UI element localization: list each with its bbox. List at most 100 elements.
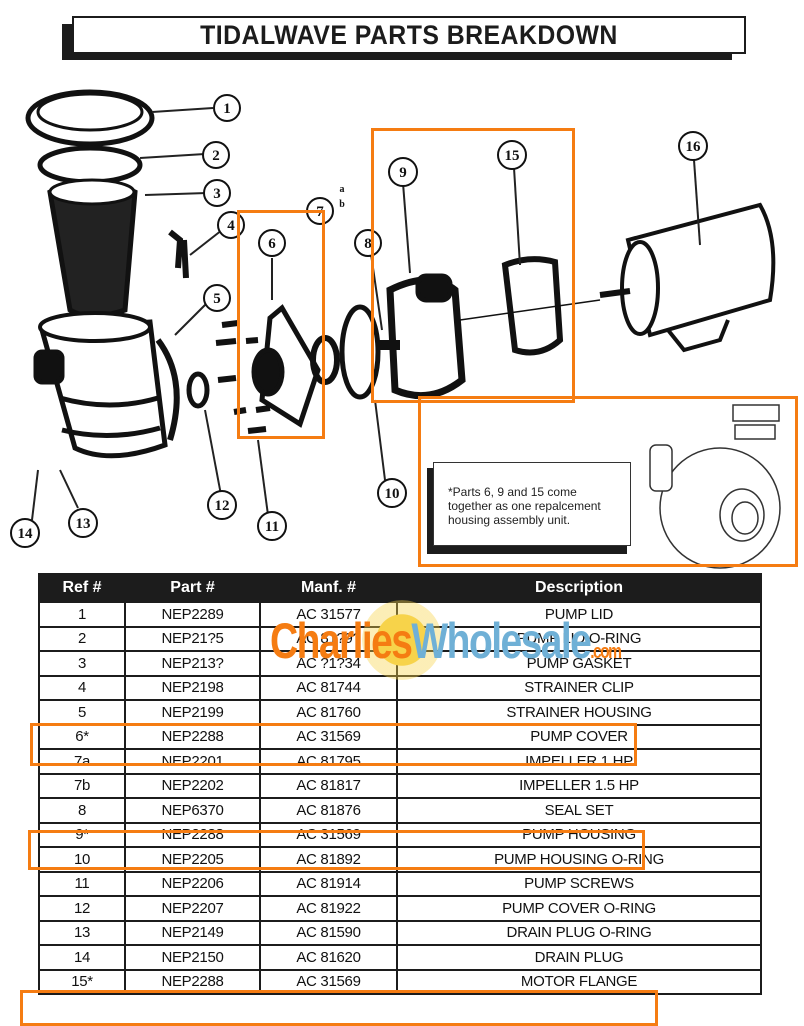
part-cell: NEP2288 [124,821,261,848]
description-cell: PUMP HOUSING [396,821,762,848]
ref-cell: 10 [38,846,126,873]
part-cell: NEP213? [124,650,261,677]
callout-9: 9 [399,165,407,181]
callout-7a: a [340,184,345,195]
callout-12: 12 [215,498,230,514]
description-cell: IMPELLER 1.5 HP [396,772,762,799]
description-cell: STRAINER HOUSING [396,699,762,726]
part-cell: NEP2150 [124,944,261,971]
callout-16: 16 [686,139,702,155]
callout-7b: b [339,199,345,210]
header-manf: Manf. # [259,573,398,603]
cover-oring-part [186,371,210,409]
part-cell: NEP2202 [124,772,261,799]
pump-screws-part [215,320,271,434]
note-box: *Parts 6, 9 and 15 come together as one … [427,462,637,554]
callout-13: 13 [76,516,91,532]
manf-cell: AC 81914 [259,870,398,897]
highlight-row-15 [20,990,658,1026]
pump-housing-part [386,276,466,400]
title-box: TIDALWAVE PARTS BREAKDOWN [72,16,746,54]
manf-cell: AC 81876 [259,797,398,824]
manf-cell: AC 81892 [259,846,398,873]
sun-logo-icon [362,600,442,680]
ref-cell: 9* [38,821,126,848]
description-cell: PUMP HOUSING O-RING [396,846,762,873]
part-cell: NEP2288 [124,723,261,750]
part-cell: NEP2199 [124,699,261,726]
callout-1: 1 [223,101,231,117]
motor-flange-part [501,256,564,356]
part-cell: NEP2198 [124,674,261,701]
header-part: Part # [124,573,261,603]
ref-cell: 15* [38,968,126,995]
description-cell: SEAL SET [396,797,762,824]
ref-cell: 7b [38,772,126,799]
ref-cell: 14 [38,944,126,971]
ref-cell: 4 [38,674,126,701]
watermark-logo: CharliesWholesale.com [270,613,622,669]
manf-cell: AC 81817 [259,772,398,799]
callout-4: 4 [227,218,235,234]
ref-cell: 1 [38,601,126,628]
description-cell: MOTOR FLANGE [396,968,762,995]
ref-cell: 8 [38,797,126,824]
lid-oring-part [37,145,143,185]
ref-cell: 7a [38,748,126,775]
page-title: TIDALWAVE PARTS BREAKDOWN [200,19,618,50]
callout-15: 15 [505,148,520,164]
description-cell: IMPELLER 1 HP [396,748,762,775]
title-banner: TIDALWAVE PARTS BREAKDOWN [62,16,746,60]
callout-labels [10,94,708,548]
callout-7: 7 [316,204,324,220]
callout-11: 11 [265,519,279,535]
callout-10: 10 [385,486,400,502]
part-cell: NEP6370 [124,797,261,824]
manf-cell: AC 81590 [259,919,398,946]
header-description: Description [396,573,762,603]
table-header: Ref # Part # Manf. # Description [38,573,762,603]
strainer-housing-part [38,319,168,459]
description-cell: STRAINER CLIP [396,674,762,701]
manf-cell: AC 81922 [259,895,398,922]
seal-set-part [339,304,381,400]
part-cell: NEP2289 [124,601,261,628]
exploded-parts-diagram: 1 2 3 4 5 6 7 a b 8 9 10 11 12 13 14 15 … [10,89,781,569]
part-cell: NEP21?5 [124,625,261,652]
description-cell: DRAIN PLUG O-RING [396,919,762,946]
ref-cell: 12 [38,895,126,922]
ref-cell: 3 [38,650,126,677]
callout-5: 5 [213,291,221,307]
housing-assembly-illustration [649,404,781,569]
callout-2: 2 [212,148,220,164]
description-cell: DRAIN PLUG [396,944,762,971]
description-cell: PUMP SCREWS [396,870,762,897]
motor-part [625,202,776,338]
manf-cell: AC 81760 [259,699,398,726]
part-cell: NEP2201 [124,748,261,775]
part-cell: NEP2288 [124,968,261,995]
manf-cell: AC 31569 [259,723,398,750]
manf-cell: AC 81620 [259,944,398,971]
ref-cell: 2 [38,625,126,652]
callout-14: 14 [18,526,34,542]
ref-cell: 13 [38,919,126,946]
description-cell: PUMP LID O-RING [396,625,762,652]
description-cell: PUMP COVER [396,723,762,750]
part-cell: NEP2206 [124,870,261,897]
manf-cell: AC 81795 [259,748,398,775]
replacement-note: *Parts 6, 9 and 15 come together as one … [433,462,631,546]
ref-cell: 11 [38,870,126,897]
